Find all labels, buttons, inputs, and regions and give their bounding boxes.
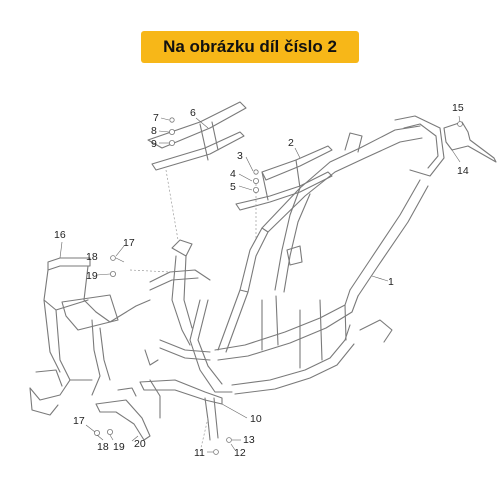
small-bracket-part-20 (95, 387, 151, 441)
callout-labels: 1 2 3 4 5 6 7 8 9 10 11 12 13 14 15 16 1… (54, 102, 469, 459)
callout-11: 11 (194, 447, 205, 459)
dashed-leader (129, 269, 171, 273)
callout-18-lower: 18 (97, 441, 109, 453)
callout-2: 2 (288, 137, 294, 149)
dashed-leader (165, 169, 179, 241)
callout-6: 6 (190, 107, 196, 119)
callout-5: 5 (230, 181, 236, 193)
front-rack-part-16 (29, 257, 151, 416)
callout-9: 9 (151, 138, 157, 150)
callout-8: 8 (151, 125, 157, 137)
part-number-banner: Na obrázku díl číslo 2 (141, 31, 359, 63)
dashed-leader (199, 417, 209, 453)
callout-12: 12 (234, 447, 246, 459)
callout-20: 20 (134, 438, 146, 450)
callout-16: 16 (54, 229, 66, 241)
callout-1: 1 (388, 276, 394, 288)
callout-14: 14 (457, 165, 469, 177)
callout-17-upper: 17 (123, 237, 135, 249)
lower-bracket-part-10 (139, 379, 223, 441)
callout-4: 4 (230, 168, 236, 180)
fasteners (94, 117, 463, 455)
callout-leaders (59, 115, 461, 453)
main-frame (144, 115, 445, 395)
callout-19-lower: 19 (113, 441, 125, 453)
callout-19-upper: 19 (86, 270, 98, 282)
callout-15: 15 (452, 102, 464, 114)
callout-3: 3 (237, 150, 243, 162)
callout-13: 13 (243, 434, 255, 446)
callout-17-lower: 17 (73, 415, 85, 427)
callout-7: 7 (153, 112, 159, 124)
callout-10: 10 (250, 413, 262, 425)
callout-18-upper: 18 (86, 251, 98, 263)
bracket-part-14 (443, 121, 497, 163)
banner-text: Na obrázku díl číslo 2 (163, 37, 337, 56)
bracket-part-2 (235, 145, 333, 211)
bracket-part-6 (147, 101, 247, 171)
